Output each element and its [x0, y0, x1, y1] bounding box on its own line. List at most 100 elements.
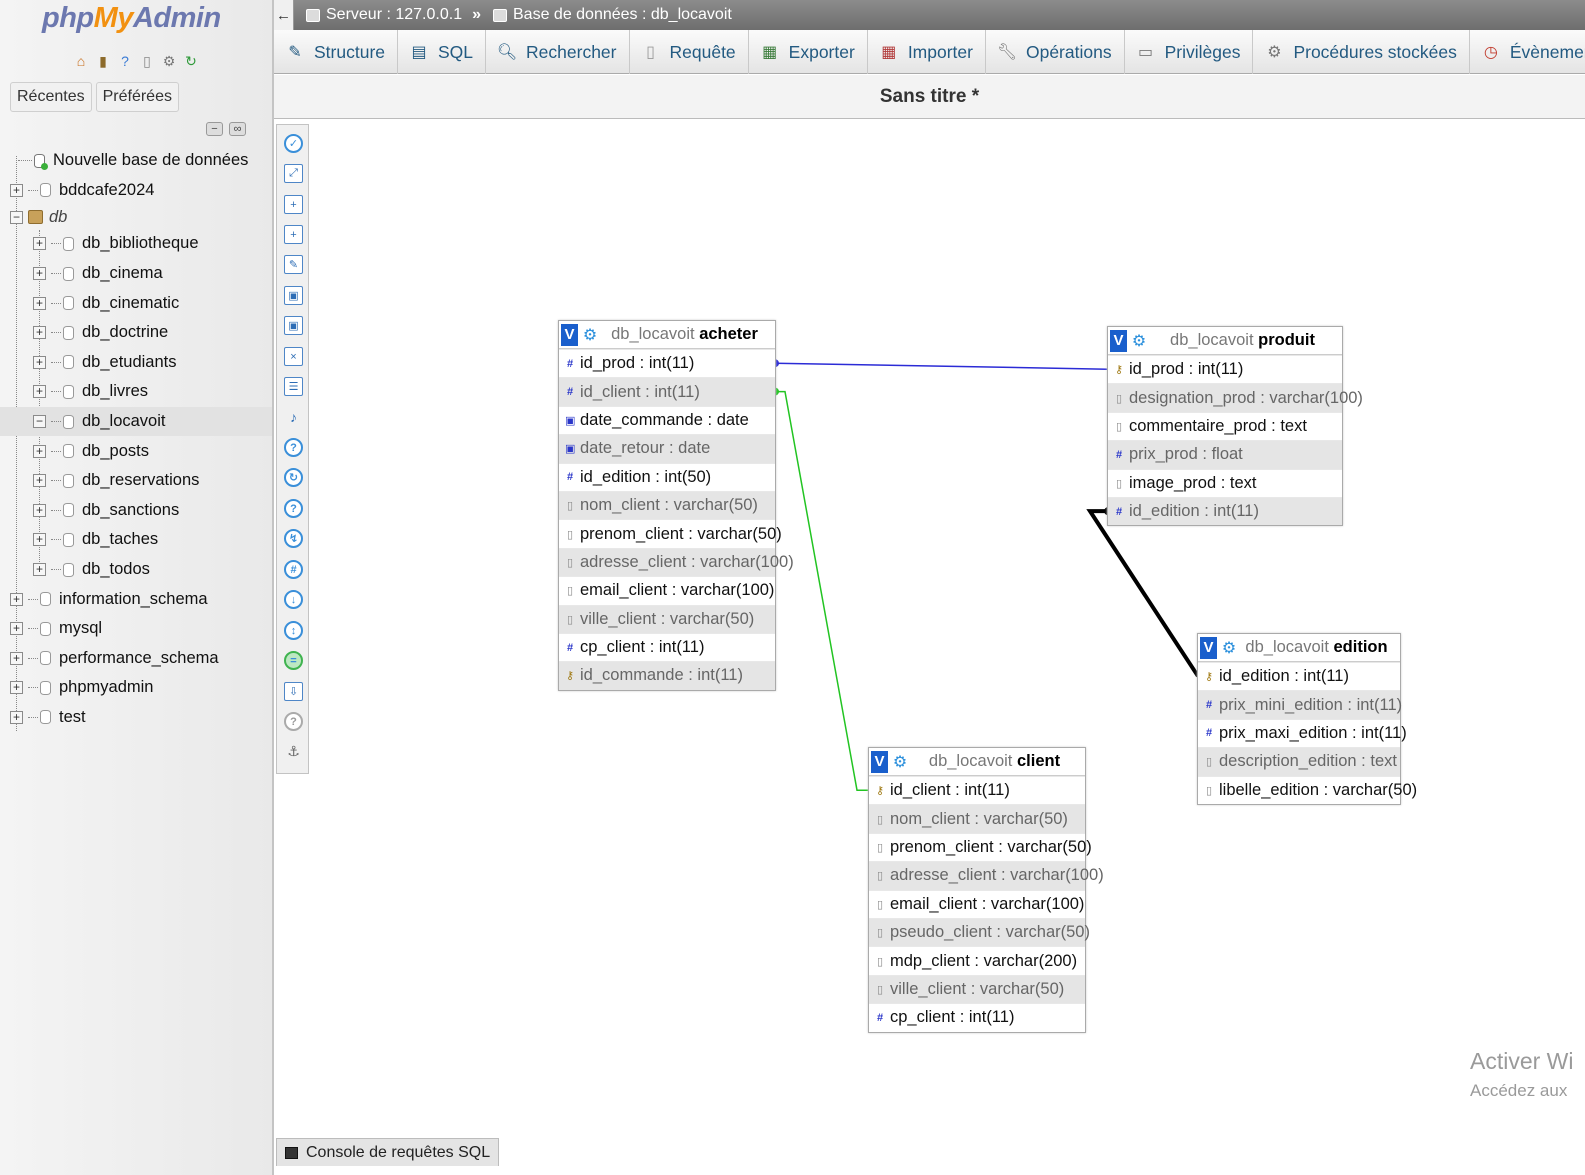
create-table-icon[interactable]: ☰: [284, 377, 303, 396]
table-column-row[interactable]: ⚷id_edition : int(11): [1198, 662, 1400, 691]
edit-page-icon[interactable]: ✎: [284, 255, 303, 274]
expand-icon[interactable]: +: [33, 355, 46, 369]
settings-gear-icon[interactable]: ⚙: [162, 53, 176, 69]
table-column-row[interactable]: #id_prod : int(11): [559, 349, 775, 378]
tree-item-db-posts[interactable]: + db_posts: [0, 436, 272, 466]
designer-table-acheter[interactable]: V⚙db_locavoit acheter#id_prod : int(11)#…: [558, 320, 794, 691]
tree-item-db-sanctions[interactable]: + db_sanctions: [0, 496, 272, 526]
tab-sql[interactable]: ▤SQL: [398, 30, 487, 74]
help-icon[interactable]: ?: [121, 53, 129, 69]
sql-console-toggle[interactable]: Console de requêtes SQL: [276, 1138, 500, 1166]
designer-table-produit[interactable]: V⚙db_locavoit produit⚷id_prod : int(11) ▯…: [1107, 326, 1363, 527]
table-column-row[interactable]: ▯nom_client : varchar(50): [869, 804, 1085, 833]
expand-icon[interactable]: +: [33, 503, 46, 517]
expand-icon[interactable]: +: [33, 267, 46, 281]
table-column-row[interactable]: #prix_prod : float: [1108, 440, 1342, 469]
toggle-columns-icon[interactable]: V: [561, 323, 578, 346]
expand-icon[interactable]: +: [33, 237, 46, 251]
expand-icon[interactable]: +: [33, 444, 46, 458]
table-column-row[interactable]: #prix_maxi_edition : int(11): [1198, 718, 1407, 748]
table-column-row[interactable]: ▯ville_client : varchar(50): [869, 974, 1085, 1004]
expand-icon[interactable]: +: [33, 296, 46, 310]
home-icon[interactable]: ⌂: [76, 53, 86, 69]
collapse-icon[interactable]: −: [33, 415, 46, 429]
recent-tables-button[interactable]: Récentes: [10, 82, 92, 112]
expand-icon[interactable]: +: [10, 710, 23, 724]
expand-icon[interactable]: +: [33, 385, 46, 399]
tree-item-db-locavoit[interactable]: − db_locavoit: [0, 406, 272, 437]
expand-icon[interactable]: +: [10, 681, 23, 695]
table-column-row[interactable]: ▯description_edition : text: [1198, 747, 1400, 776]
new-page-icon[interactable]: +: [284, 225, 303, 244]
fullscreen-icon[interactable]: ⤢: [284, 164, 303, 183]
table-header[interactable]: V⚙db_locavoit client: [869, 748, 1085, 776]
table-column-row[interactable]: ⚷id_commande : int(11): [559, 661, 775, 690]
table-column-row[interactable]: ▯commentaire_prod : text: [1108, 411, 1342, 441]
table-column-row[interactable]: #id_edition : int(50): [559, 462, 775, 491]
tree-item-phpmyadmin[interactable]: + phpmyadmin: [0, 673, 272, 703]
help-icon[interactable]: ?: [284, 499, 303, 518]
new-database-item[interactable]: Nouvelle base de données: [0, 146, 272, 176]
build-query-icon[interactable]: ?: [284, 712, 303, 731]
gear-icon[interactable]: ⚙: [1221, 639, 1237, 657]
tree-item-db-etudiants[interactable]: + db_etudiants: [0, 348, 272, 378]
tree-item-db-livres[interactable]: + db_livres: [0, 377, 272, 407]
snap-to-grid-icon[interactable]: #: [284, 560, 303, 579]
reload-icon[interactable]: ↻: [185, 53, 197, 69]
logout-icon[interactable]: ▮: [99, 53, 107, 69]
expand-icon[interactable]: +: [10, 592, 23, 606]
table-column-row[interactable]: ▯pseudo_client : varchar(50): [869, 917, 1090, 947]
table-header[interactable]: V⚙db_locavoit produit: [1108, 327, 1342, 355]
collapse-all-button[interactable]: −: [206, 122, 223, 136]
table-column-row[interactable]: ▯ville_client : varchar(50): [559, 604, 775, 633]
export-schema-icon[interactable]: ⇩: [284, 682, 303, 701]
tree-item-bddcafe2024[interactable]: + bddcafe2024: [0, 176, 272, 206]
breadcrumb-database[interactable]: Base de données : db_locavoit: [493, 6, 732, 24]
tree-item-db-taches[interactable]: + db_taches: [0, 525, 272, 555]
table-column-row[interactable]: #id_edition : int(11): [1108, 496, 1342, 526]
small-big-all-icon[interactable]: ↓: [284, 590, 303, 609]
gear-icon[interactable]: ⚙: [892, 753, 908, 771]
table-header[interactable]: V⚙db_locavoit edition: [1198, 634, 1400, 662]
toggle-columns-icon[interactable]: V: [1110, 329, 1127, 352]
table-column-row[interactable]: ▣date_retour : date: [559, 434, 775, 463]
table-column-row[interactable]: ▯email_client : varchar(100): [559, 576, 775, 605]
table-column-row[interactable]: #prix_mini_edition : int(11): [1198, 690, 1402, 719]
table-column-row[interactable]: ▯email_client : varchar(100): [869, 889, 1085, 918]
designer-table-client[interactable]: V⚙db_locavoit client⚷id_client : int(11)…: [868, 747, 1104, 1033]
choose-display-column-icon[interactable]: ?: [284, 438, 303, 457]
tab-routines[interactable]: ⚙Procédures stockées: [1253, 30, 1470, 74]
phpmyadmin-logo[interactable]: phpMyAdmin: [42, 2, 221, 35]
tab-search[interactable]: 🔍︎Rechercher: [486, 30, 630, 74]
table-column-row[interactable]: ▯nom_client : varchar(50): [559, 490, 775, 520]
tree-item-db-cinematic[interactable]: + db_cinematic: [0, 288, 272, 318]
add-tables-icon[interactable]: +: [284, 195, 303, 214]
tree-item-db-todos[interactable]: + db_todos: [0, 555, 272, 585]
delete-page-icon[interactable]: ×: [284, 347, 303, 366]
tree-item-db-doctrine[interactable]: + db_doctrine: [0, 318, 272, 348]
table-column-row[interactable]: ▯prenom_client : varchar(50): [869, 832, 1092, 862]
tab-operations[interactable]: 🔧︎Opérations: [986, 30, 1125, 74]
save-as-icon[interactable]: ▣: [284, 316, 303, 335]
breadcrumb-server[interactable]: Serveur : 127.0.0.1: [306, 6, 462, 24]
table-column-row[interactable]: ▯prenom_client : varchar(50): [559, 519, 782, 548]
table-column-row[interactable]: ▯adresse_client : varchar(100): [869, 861, 1104, 890]
table-column-row[interactable]: ▣date_commande : date: [559, 405, 775, 435]
expand-icon[interactable]: +: [33, 533, 46, 547]
create-relation-icon[interactable]: ♪: [290, 408, 297, 425]
favorite-tables-button[interactable]: Préférées: [95, 82, 179, 112]
tab-events[interactable]: ◷Évènements: [1470, 30, 1585, 74]
tree-item-mysql[interactable]: + mysql: [0, 614, 272, 644]
expand-icon[interactable]: +: [10, 651, 23, 665]
table-column-row[interactable]: ▯mdp_client : varchar(200): [869, 946, 1085, 975]
table-column-row[interactable]: ⚷id_client : int(11): [869, 776, 1085, 805]
tree-item-db-bibliotheque[interactable]: + db_bibliotheque: [0, 229, 272, 259]
expand-icon[interactable]: +: [33, 326, 46, 340]
toggle-small-big-icon[interactable]: ↕: [284, 621, 303, 640]
move-menu-icon[interactable]: ⚓: [287, 743, 300, 759]
table-column-row[interactable]: ▯libelle_edition : varchar(50): [1198, 775, 1417, 804]
table-column-row[interactable]: ⚷id_prod : int(11): [1108, 355, 1342, 384]
expand-icon[interactable]: +: [33, 563, 46, 577]
tab-query[interactable]: ▯Requête: [630, 30, 749, 74]
tree-item-test[interactable]: + test: [0, 703, 272, 733]
